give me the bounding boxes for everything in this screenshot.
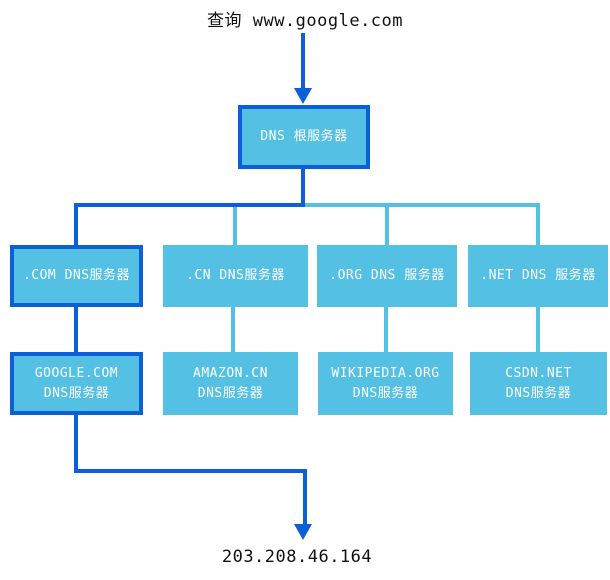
auth-node-google: GOOGLE.COM DNS服务器 [10,352,143,415]
result-arrowhead-icon [294,524,312,540]
query-arrowhead-icon [294,88,312,104]
query-label: 查询 www.google.com [206,11,404,31]
connector-line-csdn [536,307,540,352]
result-path-vertical-1 [74,415,78,473]
drop-line-org [385,207,389,245]
tld-node-org: .ORG DNS 服务器 [317,245,457,307]
connector-line-wikipedia [384,307,388,352]
tld-node-net: .NET DNS 服务器 [468,245,608,307]
result-path-horizontal [74,469,307,473]
drop-line-cn [233,207,237,245]
auth-node-wikipedia-line1: WIKIPEDIA.ORG [331,365,440,381]
auth-node-csdn-line2: DNS服务器 [505,385,572,401]
tld-node-com: .COM DNS服务器 [10,245,143,307]
auth-node-wikipedia: WIKIPEDIA.ORG DNS服务器 [318,352,453,415]
result-ip-label: 203.208.46.164 [221,547,373,567]
connector-line-amazon [231,307,235,352]
tld-node-cn-label: .CN DNS服务器 [186,268,285,283]
branch-bus-line [74,203,540,207]
auth-node-amazon-line2: DNS服务器 [197,385,264,401]
drop-line-net [536,207,540,245]
connector-line-google [74,307,78,352]
auth-node-wikipedia-line2: DNS服务器 [352,385,419,401]
auth-node-google-line2: DNS服务器 [43,385,110,401]
root-stem-line [301,169,305,207]
tld-node-com-label: .COM DNS服务器 [22,268,131,283]
result-path-vertical-2 [303,469,307,526]
tld-node-org-label: .ORG DNS 服务器 [329,268,445,283]
root-dns-label: DNS 根服务器 [260,129,348,144]
query-arrow-line [301,33,305,89]
tld-node-net-label: .NET DNS 服务器 [480,268,596,283]
drop-line-com [74,203,78,245]
auth-node-csdn: CSDN.NET DNS服务器 [470,352,607,415]
auth-node-amazon-line1: AMAZON.CN [193,365,268,381]
root-dns-node: DNS 根服务器 [238,105,370,169]
branch-bus-highlight-line [74,203,305,207]
tld-node-cn: .CN DNS服务器 [163,245,308,307]
auth-node-csdn-line1: CSDN.NET [505,365,572,381]
auth-node-google-line1: GOOGLE.COM [34,365,119,381]
auth-node-amazon: AMAZON.CN DNS服务器 [163,352,298,415]
